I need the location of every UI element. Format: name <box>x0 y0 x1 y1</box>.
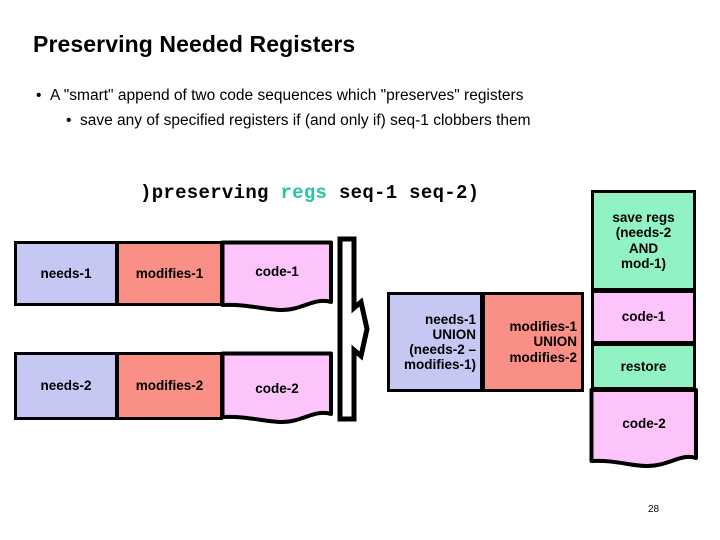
code-1-document: code-1 <box>220 240 334 314</box>
bullet-level1: • A "smart" append of two code sequences … <box>36 87 523 105</box>
result-code-1-box: code-1 <box>591 290 696 344</box>
modifies-2-box: modifies-2 <box>116 352 223 420</box>
result-restore-label: restore <box>620 358 667 374</box>
bullet-level2: • save any of specified registers if (and… <box>66 112 531 130</box>
bullet-marker: • <box>36 87 42 104</box>
result-restore-box: restore <box>591 343 696 390</box>
page-number: 28 <box>648 504 660 515</box>
result-code-2-document: code-2 <box>589 388 699 472</box>
code-prefix: )preserving <box>140 182 281 204</box>
bullet-marker: • <box>66 112 72 129</box>
needs-2-box: needs-2 <box>14 352 118 420</box>
code-expression-line: )preserving regs seq-1 seq-2) <box>140 182 479 204</box>
page-title: Preserving Needed Registers <box>33 31 356 57</box>
code-suffix: seq-1 seq-2) <box>327 182 480 204</box>
bullet-level1-text: A "smart" append of two code sequences w… <box>50 87 524 104</box>
right-brace-connector-icon <box>336 236 372 422</box>
modifies-2-label: modifies-2 <box>135 378 204 394</box>
needs-1-box: needs-1 <box>14 241 118 306</box>
modifies-1-label: modifies-1 <box>135 265 204 281</box>
modifies-1-box: modifies-1 <box>116 241 223 306</box>
bullet-level2-text: save any of specified registers if (and … <box>80 112 531 129</box>
needs-1-label: needs-1 <box>40 265 92 281</box>
code-keyword-regs: regs <box>280 182 328 204</box>
code-2-document: code-2 <box>220 351 334 427</box>
needs-2-label: needs-2 <box>40 378 92 394</box>
result-code-1-label: code-1 <box>621 309 666 325</box>
